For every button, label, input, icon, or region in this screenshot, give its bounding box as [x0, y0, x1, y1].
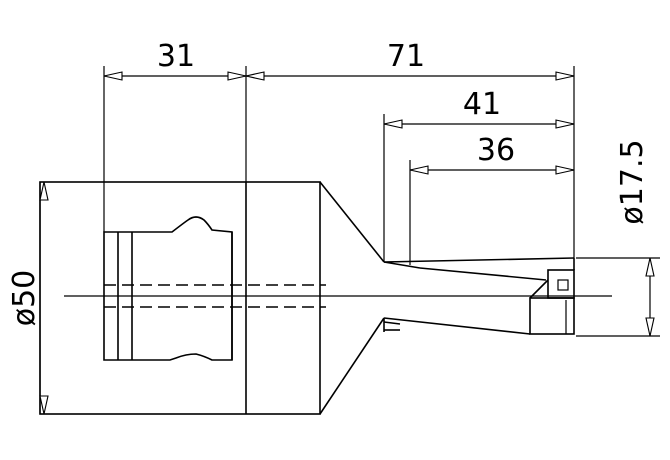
arrow-head — [555, 71, 575, 81]
arrow-head — [645, 257, 655, 277]
arrow-head — [409, 165, 429, 175]
clamp-groove — [103, 216, 233, 361]
insert-box — [547, 269, 575, 299]
groove-outline — [103, 216, 233, 361]
arrow-head — [39, 395, 49, 415]
dim-label-dia50: ø50 — [7, 270, 42, 327]
dim-dia17-5: ø17.5 — [576, 139, 660, 337]
taper-upper — [319, 181, 385, 263]
arrow-head — [555, 119, 575, 129]
taper-lower — [319, 317, 385, 415]
shank-body — [39, 181, 321, 415]
head-chamfer — [529, 279, 549, 299]
insert-screw — [557, 279, 569, 291]
dim-41: 41 — [383, 87, 575, 262]
taper-neck — [319, 181, 575, 415]
bar-lower-edge — [383, 317, 531, 335]
dim-label-36: 36 — [477, 133, 515, 168]
dim-label-41: 41 — [463, 87, 501, 122]
bar-upper-edge — [383, 257, 575, 263]
dim-36: 36 — [409, 133, 575, 265]
arrow-head — [227, 71, 247, 81]
dim-label-31: 31 — [157, 39, 195, 74]
shank-outline — [39, 181, 321, 415]
dim-dia50: ø50 — [7, 181, 49, 415]
bar-upper-chamfer — [383, 261, 421, 269]
arrow-head — [39, 181, 49, 201]
coolant-channel — [104, 284, 326, 308]
bar-lower-notch-2 — [383, 321, 401, 325]
head-block — [529, 297, 575, 335]
arrow-head — [383, 119, 403, 129]
dim-71: 71 — [245, 39, 575, 258]
arrow-head — [645, 317, 655, 337]
arrow-head — [555, 165, 575, 175]
dim-31: 31 — [103, 39, 247, 232]
dim-label-dia17-5: ø17.5 — [615, 139, 650, 224]
arrow-head — [103, 71, 123, 81]
arrow-head — [245, 71, 265, 81]
dim-label-71: 71 — [387, 39, 425, 74]
bar-upper-flat — [419, 267, 547, 281]
insert-head — [529, 258, 575, 335]
